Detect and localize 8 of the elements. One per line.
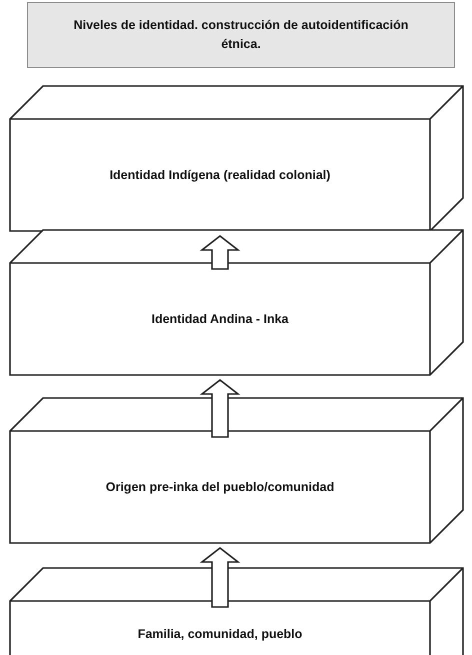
box-label: Origen pre-inka del pueblo/comunidad xyxy=(106,480,334,494)
box-label: Familia, comunidad, pueblo xyxy=(138,627,302,641)
hollow-arrow xyxy=(200,378,240,438)
hollow-arrow xyxy=(200,546,240,608)
hollow-arrow xyxy=(200,234,240,270)
box-label: Identidad Andina - Inka xyxy=(151,312,289,326)
box-label: Identidad Indígena (realidad colonial) xyxy=(110,168,330,182)
title-box: Niveles de identidad. construcción de autoidentificación étnica. xyxy=(27,2,455,68)
